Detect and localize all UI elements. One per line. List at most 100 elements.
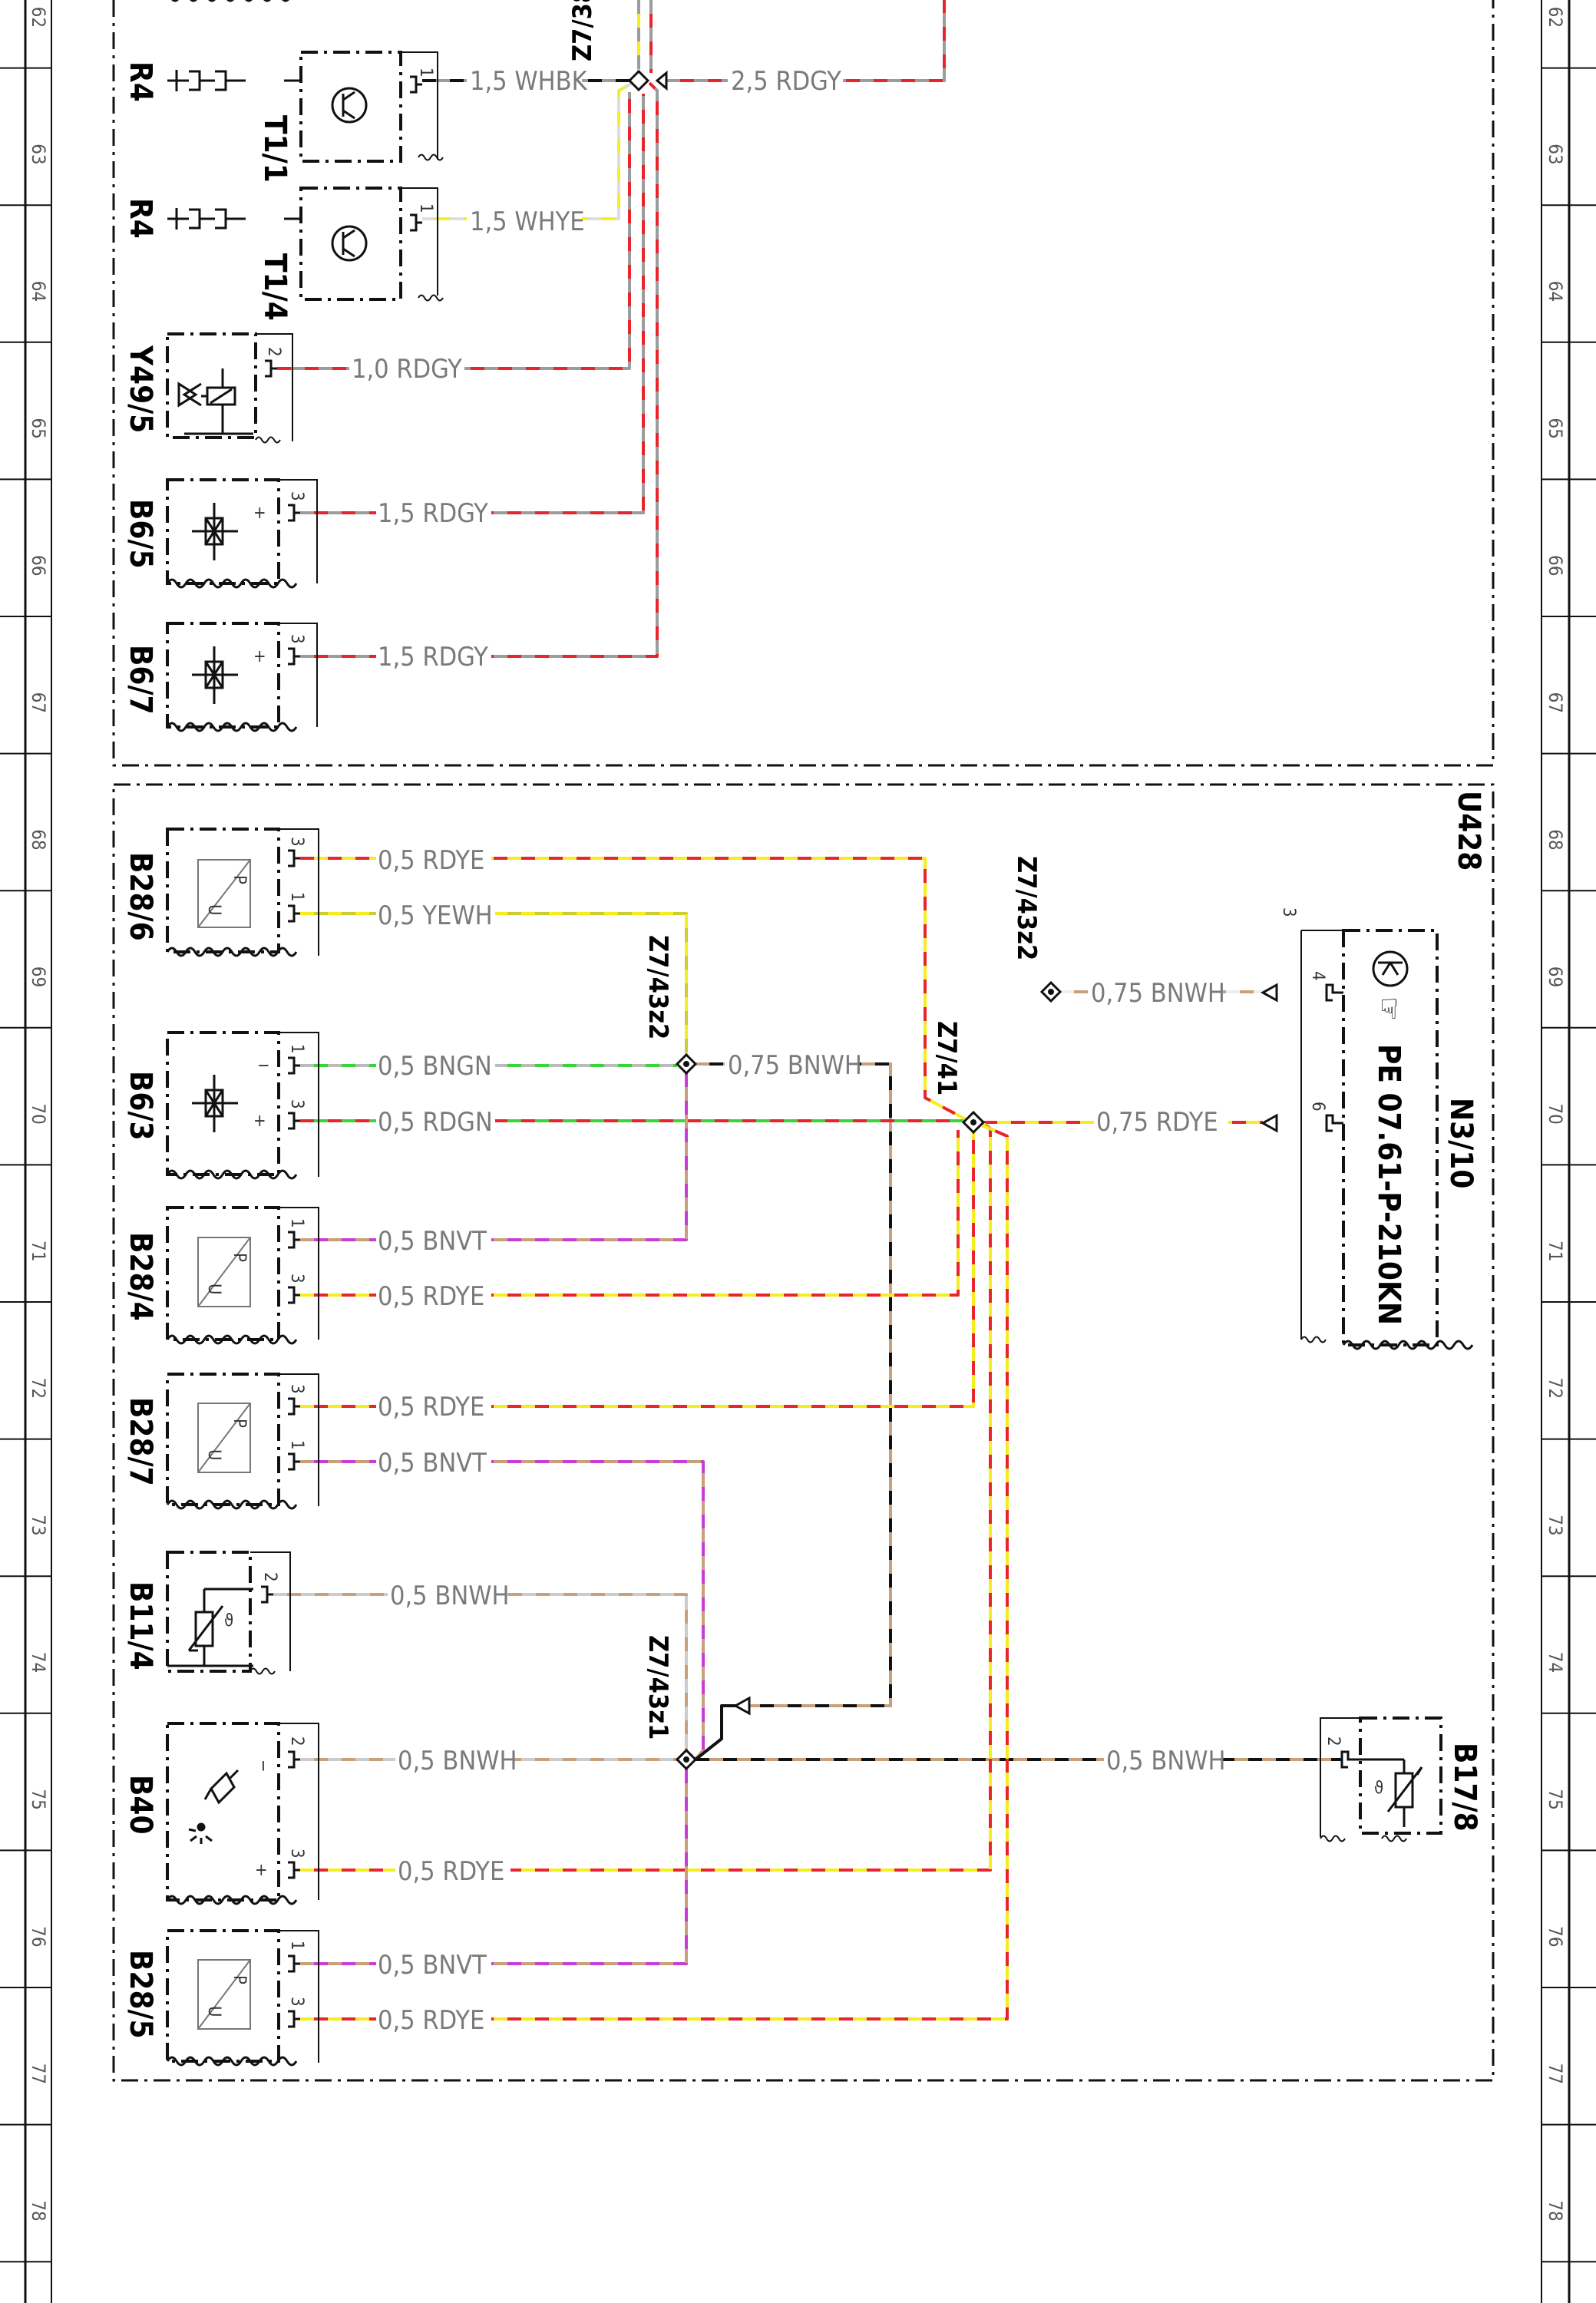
splice-label: Z7/43z1 — [643, 1635, 673, 1740]
component-b40: B40 2 3 − + — [123, 1722, 319, 1905]
ref-label: B40 — [123, 1775, 158, 1835]
svg-text:U: U — [204, 2006, 223, 2017]
row-number: 76 — [28, 1926, 49, 1947]
splice-z7-43z1: Z7/43z1 — [643, 1635, 698, 1771]
wire-connector-icon — [167, 70, 246, 91]
pin-2-connector — [1340, 1750, 1360, 1769]
pin-label: 1 — [416, 68, 435, 78]
transistor-icon — [331, 87, 368, 124]
row-number: 73 — [28, 1515, 49, 1535]
ref-label: Y49/5 — [123, 345, 158, 433]
wire-label: 0,5 BNWH — [1106, 1746, 1225, 1776]
component-r4-t1-4: R4 T1/4 1 — [123, 187, 444, 321]
manual-hand-icon: ☞ — [1371, 996, 1406, 1021]
pin-polarity: − — [257, 1056, 270, 1076]
wire-label: 1,5 RDGY — [378, 642, 488, 672]
row-number: 66 — [28, 555, 49, 576]
wire-whye — [422, 81, 633, 220]
row-number: 64 — [1545, 281, 1566, 302]
arrow-icon — [1260, 983, 1278, 1003]
wire-rdye-b284 — [300, 1130, 960, 1297]
row-number: 62 — [28, 7, 49, 28]
wire-label: 1,0 RDGY — [352, 354, 462, 385]
ref-label: N3/10 — [1443, 1098, 1479, 1188]
splice-label: Z7/41 — [931, 1021, 962, 1095]
pin-label: 3 — [287, 1849, 306, 1859]
row-number: 62 — [1545, 7, 1566, 28]
wire-label: 0,5 RDYE — [378, 1392, 484, 1422]
ref-label: R4 — [123, 198, 158, 239]
component-b6-7: B6/7 3 + — [123, 622, 318, 732]
row-number: 66 — [1545, 555, 1566, 576]
pressure-sensor-icon: P U — [197, 1403, 251, 1473]
splice-z7-38z1: Z7/38z1 — [567, 0, 668, 92]
component-b28-5: B28/5 P U 1 3 — [123, 1929, 319, 2067]
row-number: 72 — [1545, 1378, 1566, 1399]
pin-label: 4 — [1308, 971, 1327, 981]
wire-label: 0,75 RDYE — [1096, 1107, 1218, 1138]
pin-label: 2 — [260, 1572, 279, 1582]
pin-label: 1 — [287, 892, 306, 902]
row-number: 73 — [1545, 1515, 1566, 1535]
wire-label: 0,5 BNVT — [378, 1448, 487, 1479]
component-b11-4: B11/4 ϑ 2 — [123, 1551, 291, 1675]
pressure-sensor-icon: P U — [197, 1959, 251, 2030]
pressure-sensor-icon: P U — [197, 1237, 251, 1307]
component-b6-5: B6/5 3 + — [123, 478, 318, 589]
pin-label: 3 — [287, 1099, 306, 1109]
wire-label: 0,5 RDYE — [378, 1281, 484, 1312]
pin-label: 3 — [287, 634, 306, 644]
pin-label: 3 — [287, 1274, 306, 1284]
row-number: 63 — [1545, 144, 1566, 164]
row-number: 67 — [28, 692, 49, 713]
top-stub — [160, 0, 292, 2]
pe-reference: PE 07.61-P-210KN — [1371, 1044, 1406, 1325]
pin-label: 1 — [287, 1440, 306, 1450]
pin-polarity: + — [255, 1861, 268, 1880]
component-n3-10: 3 ☞ PE 07.61-P-210KN N3/10 4 6 — [1279, 907, 1479, 1350]
row-number: 65 — [1545, 418, 1566, 438]
pin-label: 3 — [287, 1384, 306, 1394]
temperature-sensor-icon — [167, 1588, 253, 1667]
pin-label: 3 — [287, 491, 306, 501]
row-number: 65 — [28, 418, 49, 438]
pin-label: 3 — [1279, 907, 1298, 917]
module-frame-upper — [112, 0, 1495, 767]
wire-rdye-b285 — [300, 1124, 1009, 2020]
pin-label: 1 — [287, 1941, 306, 1951]
row-number: 77 — [28, 2063, 49, 2084]
pin-6-connector — [1325, 1114, 1343, 1132]
ref-label: B17/8 — [1447, 1743, 1482, 1832]
wire-label: 0,5 BNVT — [378, 1226, 487, 1257]
wire-rdye-b286 — [300, 857, 967, 1121]
pin-label: 1 — [416, 203, 435, 213]
pin-polarity: − — [253, 1759, 273, 1773]
row-number: 70 — [1545, 1103, 1566, 1124]
ref-label: B6/7 — [123, 645, 158, 715]
splice-z7-43z2: Z7/43z2 — [643, 935, 698, 1076]
temperature-sensor-icon — [1360, 1758, 1423, 1827]
row-number: 77 — [1545, 2063, 1566, 2084]
oil-sensor-icon — [188, 1769, 240, 1844]
ref-label: B11/4 — [123, 1581, 158, 1670]
row-number: 71 — [1545, 1241, 1566, 1261]
wire-label: 0,5 RDYE — [378, 845, 484, 876]
row-number: 74 — [28, 1652, 49, 1673]
row-number: 71 — [28, 1241, 49, 1261]
ref-label: B28/4 — [123, 1232, 158, 1321]
wire-label: 0,5 RDGN — [378, 1107, 493, 1138]
splice-label: Z7/38z1 — [567, 0, 598, 61]
hall-sensor-icon — [192, 503, 238, 560]
wire-rdgy-b65 — [300, 94, 645, 514]
pin-label: 2 — [264, 347, 283, 357]
row-number: 64 — [28, 281, 49, 302]
row-number: 70 — [28, 1103, 49, 1124]
hall-sensor-icon — [192, 1075, 238, 1132]
wire-rdye-b287 — [300, 1132, 975, 1408]
ref-label: B28/6 — [123, 852, 158, 941]
solenoid-valve-icon — [177, 368, 253, 435]
splices-layer: Z7/38z1 Z7/43z2 Z7/43z2 Z7/41 Z7/43z1 — [567, 0, 1278, 1771]
splice-z7-43z2-remote: Z7/43z2 — [1011, 856, 1062, 1003]
wire-labels: 1,5 WHBK 2,5 RDGY 1,5 WHYE 1,0 RDGY 1,5 … — [349, 66, 1228, 2036]
